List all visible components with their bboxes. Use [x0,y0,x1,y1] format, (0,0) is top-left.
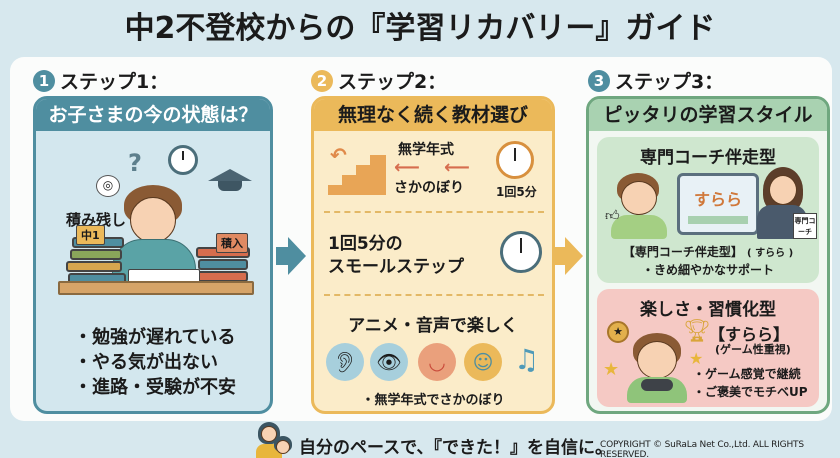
no-grade-note: ・無学年式でさかのぼり [361,393,505,408]
bullet-item: ・勉強が遅れている [74,327,236,348]
mouth-icon: ◡ [418,343,456,381]
step3-card-title: ピッタリの学習スタイル [589,99,827,131]
coach-caption: 【専門コーチ伴走型】 ( すらら ) [597,243,819,260]
character-icon: ☺ [464,343,502,381]
thumbs-up-icon: 👍︎ [605,208,620,224]
trophy-icon: 🏆︎ [683,319,711,344]
book [198,259,248,270]
game-controller-icon [641,379,673,391]
step3-number-badge: 3 [588,69,610,92]
clock-icon [496,141,534,179]
clock-icon [500,231,542,273]
coach-caption-main: 【専門コーチ伴走型】 [622,245,743,259]
step2-number-badge: 2 [311,69,333,92]
step1-illustration: ◎ ? 積み残し 中1 積入 [46,141,260,317]
fun-habit-card: 楽しさ・習慣化型 ★ 🏆︎ ★ ★ 【すらら】 (ゲーム性重視) ・ゲーム感覚で… [597,289,819,407]
tangled-thought-icon: ◎ [96,175,120,197]
fun-bullet: ・ゲーム感覚で継続 [693,367,801,381]
book [70,249,122,260]
staircase-icon [328,155,386,195]
step1-bullets: ・勉強が遅れている ・やる気が出ない ・進路・受験が不安 [74,325,236,400]
step3-card: ピッタリの学習スタイル 専門コーチ伴走型 👍︎ すらら 専門コーチ 【専門コーチ… [586,96,830,414]
graduation-cap-icon [208,169,252,181]
step3-header: 3 ステップ3： [588,67,723,94]
five-min-label: 1回5分 [496,185,537,199]
step1-card: お子さまの今の状態は？ ◎ ? 積み残し 中1 積入 ・勉強が遅れている ・やる… [33,96,273,414]
small-step-line2: スモールステップ [328,257,464,277]
anime-audio-title: アニメ・音声で楽しく [348,316,518,336]
medal-icon: ★ [607,321,629,343]
book-tag-integral: 積入 [216,233,248,253]
step3-label: ステップ3： [615,71,724,93]
fun-brand-sub: (ゲーム性重視) [715,343,791,356]
coach-sign: 専門コーチ [793,213,817,239]
arrow-right-head [288,237,306,275]
desk [58,281,254,295]
footer-message: 自分のペースで、『できた！』を自信に。 [299,438,612,458]
step2-label: ステップ2： [338,71,447,93]
left-arrow-icon: ⟵ [394,157,420,178]
backlog-label: 積み残し [66,211,127,229]
star-icon: ★ [603,359,620,380]
back-arrow-icon: ↶ [330,143,347,167]
arrow-right-icon [553,247,567,265]
star-icon: ★ [689,349,704,368]
coach-bullet: ・きめ細やかなサポート [641,263,774,277]
copyright: COPYRIGHT © SuRaLa Net Co.,Ltd. ALL RIGH… [600,440,804,458]
page-title: 中2不登校からの『学習リカバリー』ガイド [124,11,716,46]
question-mark-icon: ? [128,149,142,177]
bullet-item: ・進路・受験が不安 [74,377,236,398]
step1-header: 1 ステップ1： [33,67,168,94]
step1-label: ステップ1： [60,71,169,93]
step1-number-badge: 1 [33,69,55,92]
boy-face [621,181,657,215]
arrow-right-head [565,237,583,275]
boy-body [611,215,667,239]
arrow-right-icon [276,247,290,265]
small-step-line1: 1回5分の [328,234,403,254]
divider [324,211,544,213]
tablet: すらら [677,173,759,235]
go-back-label: さかのぼり [394,180,464,196]
fun-habit-title: 楽しさ・習慣化型 [640,300,776,320]
boy-face [637,341,677,379]
left-arrow-icon: ⟵ [444,157,470,178]
music-note-icon: ♫ [514,343,540,376]
graduation-cap-base [218,181,242,191]
no-grade-label: 無学年式 [398,142,454,158]
step2-card-title: 無理なく続く教材選び [314,99,552,131]
coach-face [769,175,797,205]
coach-style-card: 専門コーチ伴走型 👍︎ すらら 専門コーチ 【専門コーチ伴走型】 ( すらら )… [597,137,819,283]
step2-header: 2 ステップ2： [311,67,446,94]
tablet-brand-text: すらら [693,190,742,209]
clock-icon [168,145,198,175]
step1-card-title: お子さまの今の状態は？ [36,99,270,131]
mother-child-illustration [254,420,296,458]
fun-bullet: ・ご褒美でモチベUP [693,385,808,399]
book-tag-grade1: 中1 [76,225,105,245]
boy-face [130,197,176,243]
book [66,261,122,272]
ear-icon: 👂︎ [326,343,364,381]
coach-style-title: 専門コーチ伴走型 [640,148,776,168]
divider [324,294,544,296]
bullet-item: ・やる気が出ない [74,352,218,373]
step2-card: 無理なく続く教材選び ↶ 無学年式 ⟵ ⟵ さかのぼり 1回5分 1回5分の ス… [311,96,555,414]
fun-brand: 【すらら】 [709,325,790,344]
eye-icon: 👁︎ [370,343,408,381]
coach-caption-paren: ( すらら ) [747,248,794,259]
